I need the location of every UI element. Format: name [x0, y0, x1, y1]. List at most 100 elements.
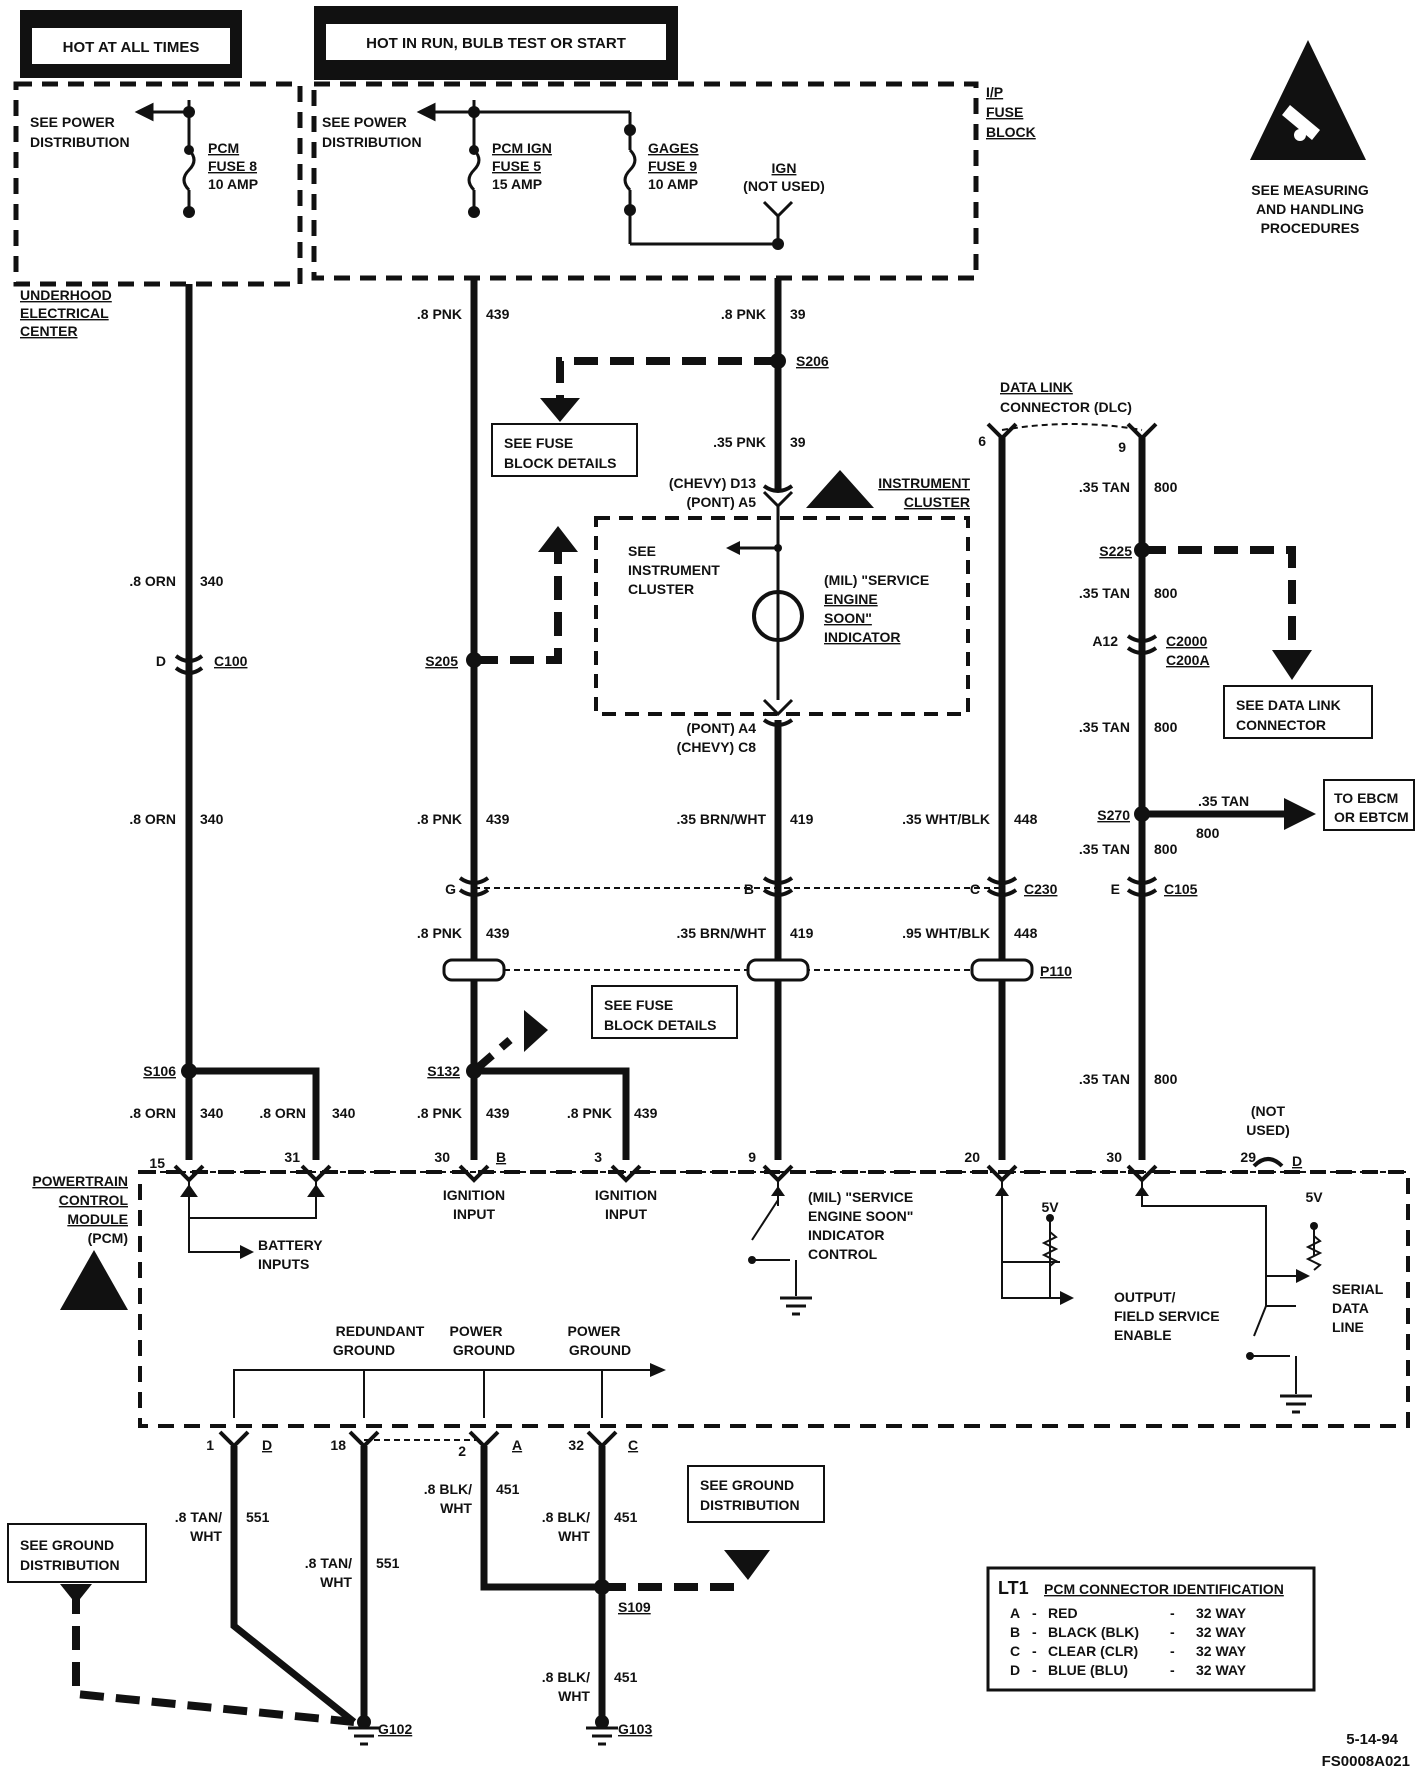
- svg-text:-: -: [1170, 1662, 1175, 1678]
- svg-text:340: 340: [200, 573, 224, 589]
- svg-text:SEE FUSE: SEE FUSE: [604, 997, 673, 1013]
- instrument-cluster-box: [594, 516, 970, 716]
- see-fuse-block-box-2: [591, 985, 738, 1039]
- legend-title-b: PCM CONNECTOR IDENTIFICATION: [1044, 1581, 1284, 1597]
- connector-labels: D C100 A12 C2000 C200A (CHEVY) D13 (PONT…: [156, 475, 1210, 979]
- svg-text:800: 800: [1154, 719, 1178, 735]
- svg-text:DISTRIBUTION: DISTRIBUTION: [700, 1497, 800, 1513]
- svg-text:800: 800: [1154, 1071, 1178, 1087]
- svg-text:15: 15: [149, 1155, 165, 1171]
- svg-text:A: A: [512, 1437, 522, 1453]
- svg-text:BATTERY: BATTERY: [258, 1237, 323, 1253]
- svg-text:439: 439: [486, 306, 510, 322]
- svg-text:CONTROL: CONTROL: [59, 1192, 129, 1208]
- svg-text:30: 30: [434, 1149, 450, 1165]
- svg-text:IGNITION: IGNITION: [443, 1187, 505, 1203]
- svg-text:CLEAR (CLR): CLEAR (CLR): [1048, 1643, 1138, 1659]
- svg-text:ENGINE: ENGINE: [824, 591, 878, 607]
- see-instrument-cluster: SEE INSTRUMENT CLUSTER: [628, 543, 720, 597]
- svg-text:FUSE 9: FUSE 9: [648, 158, 697, 174]
- legend-box: [986, 1566, 1316, 1692]
- svg-text:S270: S270: [1097, 807, 1130, 823]
- svg-text:ENGINE SOON": ENGINE SOON": [808, 1208, 913, 1224]
- legend-title-a: LT1: [998, 1578, 1029, 1598]
- svg-text:15 AMP: 15 AMP: [492, 176, 542, 192]
- svg-text:.35 TAN: .35 TAN: [1079, 719, 1130, 735]
- svg-text:.8 PNK: .8 PNK: [417, 925, 462, 941]
- svg-text:INPUT: INPUT: [605, 1206, 647, 1222]
- underhood-label: UNDERHOOD ELECTRICAL CENTER: [20, 287, 112, 339]
- pcm-output-enable: OUTPUT/ FIELD SERVICE ENABLE: [1114, 1289, 1220, 1343]
- pcm-mil-control: (MIL) "SERVICE ENGINE SOON" INDICATOR CO…: [808, 1189, 913, 1262]
- svg-text:30: 30: [1106, 1149, 1122, 1165]
- svg-text:32 WAY: 32 WAY: [1196, 1605, 1247, 1621]
- svg-text:CONNECTOR (DLC): CONNECTOR (DLC): [1000, 399, 1132, 415]
- main-wires: [185, 278, 1146, 1160]
- svg-text:IGNITION: IGNITION: [595, 1187, 657, 1203]
- svg-text:S109: S109: [618, 1599, 651, 1615]
- see-fuse-block-2: SEE FUSE BLOCK DETAILS: [604, 997, 717, 1033]
- svg-text:800: 800: [1154, 479, 1178, 495]
- svg-text:551: 551: [376, 1555, 400, 1571]
- see-power-distribution-2: SEE POWER DISTRIBUTION: [322, 114, 422, 150]
- svg-text:.35 TAN: .35 TAN: [1079, 1071, 1130, 1087]
- svg-text:340: 340: [332, 1105, 356, 1121]
- svg-text:CLUSTER: CLUSTER: [628, 581, 694, 597]
- esd-note: SEE MEASURING AND HANDLING PROCEDURES: [1251, 182, 1369, 236]
- svg-text:WHT: WHT: [320, 1574, 352, 1590]
- see-ground-box-1: [7, 1523, 147, 1583]
- svg-text:B: B: [1010, 1624, 1020, 1640]
- see-data-link: SEE DATA LINK CONNECTOR: [1236, 697, 1341, 733]
- ip-fuse-block-label: I/P FUSE BLOCK: [986, 84, 1036, 140]
- svg-text:A: A: [1010, 1605, 1020, 1621]
- svg-text:(MIL) "SERVICE: (MIL) "SERVICE: [808, 1189, 913, 1205]
- svg-text:OR EBTCM: OR EBTCM: [1334, 809, 1409, 825]
- ground-g102: G102: [378, 1721, 412, 1737]
- ground-wire-labels: .8 TAN/ WHT 551 .8 TAN/ WHT 551 .8 BLK/ …: [175, 1481, 638, 1704]
- svg-text:DISTRIBUTION: DISTRIBUTION: [322, 134, 422, 150]
- svg-text:S206: S206: [796, 353, 829, 369]
- svg-text:GROUND: GROUND: [333, 1342, 395, 1358]
- svg-text:.95 WHT/BLK: .95 WHT/BLK: [902, 925, 990, 941]
- see-ground-box-2: [687, 1465, 825, 1523]
- svg-text:.8 BLK/: .8 BLK/: [424, 1481, 472, 1497]
- footer-date: 5-14-94: [1346, 1731, 1398, 1748]
- svg-text:(MIL) "SERVICE: (MIL) "SERVICE: [824, 572, 929, 588]
- svg-text:PCM IGN: PCM IGN: [492, 140, 552, 156]
- svg-text:INDICATOR: INDICATOR: [808, 1227, 884, 1243]
- pcm-box: [138, 1170, 1410, 1428]
- svg-text:FUSE: FUSE: [986, 104, 1023, 120]
- svg-text:551: 551: [246, 1509, 270, 1525]
- svg-text:CONTROL: CONTROL: [808, 1246, 878, 1262]
- svg-text:439: 439: [486, 1105, 510, 1121]
- svg-text:439: 439: [486, 811, 510, 827]
- svg-text:800: 800: [1154, 841, 1178, 857]
- ip-fuse-block-box: [311, 81, 979, 281]
- svg-text:SEE FUSE: SEE FUSE: [504, 435, 573, 451]
- underhood-electrical-center-box: [13, 81, 303, 287]
- svg-text:.35 BRN/WHT: .35 BRN/WHT: [677, 925, 767, 941]
- svg-text:.8 PNK: .8 PNK: [417, 306, 462, 322]
- svg-text:FIELD SERVICE: FIELD SERVICE: [1114, 1308, 1220, 1324]
- svg-text:C: C: [970, 881, 980, 897]
- pcm-title: POWERTRAIN CONTROL MODULE (PCM): [32, 1173, 128, 1246]
- svg-text:448: 448: [1014, 925, 1038, 941]
- ground-g103: G103: [618, 1721, 652, 1737]
- svg-text:I/P: I/P: [986, 84, 1003, 100]
- instrument-cluster-esd-icon: [806, 470, 874, 508]
- svg-text:REDUNDANT: REDUNDANT: [336, 1323, 425, 1339]
- svg-text:C105: C105: [1164, 881, 1198, 897]
- svg-text:3: 3: [594, 1149, 602, 1165]
- svg-text:.35 BRN/WHT: .35 BRN/WHT: [677, 811, 767, 827]
- data-link-connector-label: DATA LINK CONNECTOR (DLC): [1000, 379, 1132, 415]
- dlc-pin-6: 6: [978, 433, 986, 449]
- svg-text:WHT: WHT: [558, 1528, 590, 1544]
- see-fuse-block-box-1: [491, 423, 638, 477]
- svg-text:DISTRIBUTION: DISTRIBUTION: [30, 134, 130, 150]
- svg-text:(CHEVY) C8: (CHEVY) C8: [677, 739, 757, 755]
- svg-text:INPUT: INPUT: [453, 1206, 495, 1222]
- pcm-5v-2: 5V: [1305, 1189, 1323, 1205]
- svg-text:SOON": SOON": [824, 610, 872, 626]
- svg-text:-: -: [1032, 1605, 1037, 1621]
